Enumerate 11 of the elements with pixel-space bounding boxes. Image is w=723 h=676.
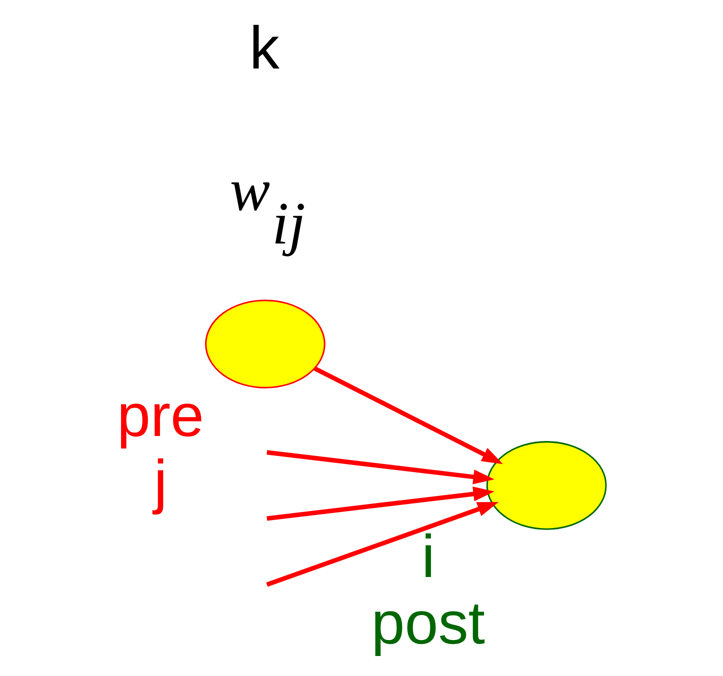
node-circle xyxy=(205,300,326,388)
node-label: pre xyxy=(117,382,204,449)
arrow xyxy=(266,486,494,521)
arrow xyxy=(314,366,503,464)
node-label: j xyxy=(154,448,168,515)
arrow xyxy=(266,502,499,587)
node-label: i xyxy=(422,523,436,590)
node-label: post xyxy=(371,589,486,656)
arrow xyxy=(266,450,494,484)
node-circle xyxy=(486,441,607,530)
label: k xyxy=(249,14,280,82)
